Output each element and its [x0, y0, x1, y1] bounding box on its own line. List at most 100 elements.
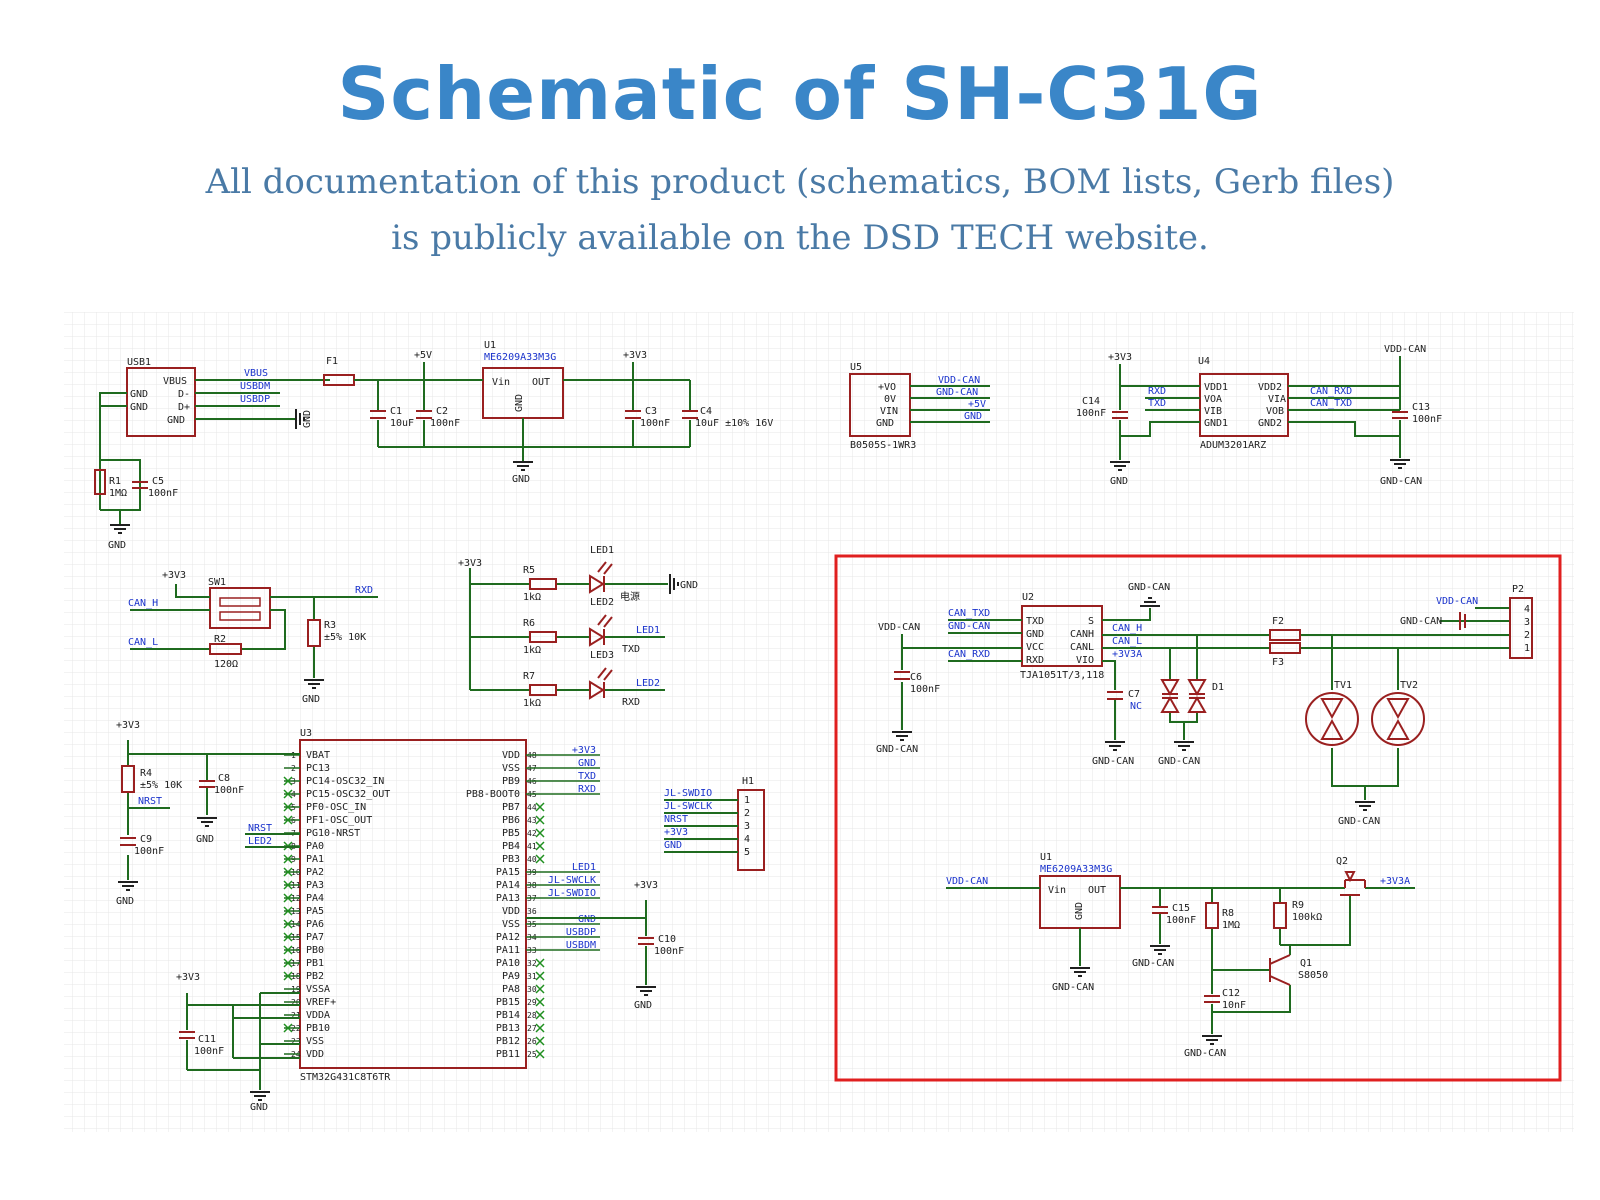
svg-text:GND: GND	[196, 834, 214, 845]
mcu-pin-right: PB8-BOOT0	[466, 789, 520, 800]
mcu-pin-number: 41	[527, 842, 537, 851]
svg-text:USBDM: USBDM	[240, 381, 270, 392]
no-connect-mark	[283, 880, 293, 890]
svg-text:RXD: RXD	[1148, 386, 1166, 397]
mcu-net-label: JL-SWDIO	[548, 888, 596, 899]
svg-text:VDD1: VDD1	[1204, 382, 1228, 393]
swd-header-h1: H1 JL-SWDIO JL-SWCLK NRST +3V3 GND 1 2 3…	[664, 776, 765, 871]
mcu-pin-left: PB10	[306, 1023, 330, 1034]
svg-text:U1: U1	[1040, 852, 1052, 863]
u5-block: U5 +VO 0V VIN GND VDD-CAN GND-CAN +5V GN…	[849, 362, 990, 451]
isolator-u4	[1199, 373, 1289, 437]
mcu-pin-number: 29	[527, 998, 537, 1007]
svg-text:VDD-CAN: VDD-CAN	[1384, 344, 1426, 355]
svg-text:OUT: OUT	[1088, 885, 1106, 896]
svg-text:VIN: VIN	[880, 406, 898, 417]
svg-text:100nF: 100nF	[430, 418, 460, 429]
svg-text:GND: GND	[634, 1000, 652, 1011]
svg-text:+3V3: +3V3	[1108, 352, 1132, 363]
svg-text:C3: C3	[645, 406, 657, 417]
svg-text:Vin: Vin	[492, 377, 510, 388]
svg-text:OUT: OUT	[532, 377, 550, 388]
svg-text:USBDP: USBDP	[240, 394, 270, 405]
svg-text:100kΩ: 100kΩ	[1292, 912, 1322, 923]
svg-text:C2: C2	[436, 406, 448, 417]
svg-text:100nF: 100nF	[910, 684, 940, 695]
svg-text:U1: U1	[484, 340, 496, 351]
svg-text:+3V3A: +3V3A	[1112, 649, 1142, 660]
mcu-pin-left: PA3	[306, 880, 324, 891]
mcu-net-label: TXD	[578, 771, 596, 782]
svg-text:100nF: 100nF	[654, 946, 684, 957]
mcu-pin-number: 26	[527, 1037, 537, 1046]
mcu-pin-left: VDDA	[306, 1010, 330, 1021]
svg-text:1kΩ: 1kΩ	[523, 698, 541, 709]
dcdc-u5	[849, 373, 911, 437]
svg-text:CAN_TXD: CAN_TXD	[1310, 398, 1352, 409]
svg-text:GND: GND	[664, 840, 682, 851]
mcu-pin-left: PC15-OSC32_OUT	[306, 789, 390, 800]
mcu-pin-left: PA4	[306, 893, 324, 904]
mcu-pin-number: 27	[527, 1024, 537, 1033]
no-connect-mark	[283, 932, 293, 942]
svg-text:GND-CAN: GND-CAN	[1380, 476, 1422, 487]
subtitle-line-2: is publicly available on the DSD TECH we…	[391, 218, 1209, 258]
svg-text:R4: R4	[140, 768, 152, 779]
subtitle-line-1: All documentation of this product (schem…	[205, 162, 1395, 202]
schematic-grid	[64, 312, 1574, 1132]
no-connect-mark	[535, 1036, 545, 1046]
svg-text:GND-CAN: GND-CAN	[948, 621, 990, 632]
svg-text:ME6209A33M3G: ME6209A33M3G	[1040, 864, 1112, 875]
resistor-r2	[209, 643, 242, 655]
mcu-pin-number: 31	[527, 972, 537, 981]
page-title: Schematic of SH-C31G	[337, 52, 1263, 136]
svg-text:JL-SWCLK: JL-SWCLK	[664, 801, 712, 812]
svg-text:U3: U3	[300, 728, 312, 739]
svg-text:GND-CAN: GND-CAN	[1338, 816, 1380, 827]
svg-text:R9: R9	[1292, 900, 1304, 911]
svg-text:+3V3: +3V3	[664, 827, 688, 838]
mcu-pin-number: 42	[527, 829, 537, 838]
mcu-net-label: RXD	[578, 784, 596, 795]
no-connect-mark	[283, 919, 293, 929]
mcu-pin-left: VSS	[306, 1036, 324, 1047]
svg-text:GND: GND	[1026, 629, 1044, 640]
svg-text:C12: C12	[1222, 988, 1240, 999]
svg-text:GND: GND	[250, 1102, 268, 1113]
svg-text:GND: GND	[130, 389, 148, 400]
can-transceiver-block: U2 TXD GND VCC RXD S CANH CANL VIO TJA10…	[876, 582, 1533, 827]
svg-text:C6: C6	[910, 672, 922, 683]
svg-text:1: 1	[1524, 643, 1530, 654]
svg-text:JL-SWDIO: JL-SWDIO	[664, 788, 712, 799]
svg-text:RXD: RXD	[622, 697, 640, 708]
svg-text:VDD-CAN: VDD-CAN	[1436, 596, 1478, 607]
svg-text:RXD: RXD	[355, 585, 373, 596]
no-connect-mark	[535, 802, 545, 812]
svg-text:GND-CAN: GND-CAN	[1184, 1048, 1226, 1059]
isolated-ldo-block: U1 ME6209A33M3G Vin OUT GND VDD-CAN +3V3…	[946, 852, 1415, 1059]
svg-text:LED1: LED1	[590, 545, 614, 556]
svg-text:GND: GND	[512, 474, 530, 485]
no-connect-mark	[283, 789, 293, 799]
svg-text:VDD-CAN: VDD-CAN	[946, 876, 988, 887]
no-connect-mark	[535, 828, 545, 838]
svg-text:LED2: LED2	[636, 678, 660, 689]
mcu-pin-right: PA9	[502, 971, 520, 982]
mcu-net-label: NRST	[248, 823, 272, 834]
mcu-pin-left: PB2	[306, 971, 324, 982]
svg-text:CAN_TXD: CAN_TXD	[948, 608, 990, 619]
mcu-pin-number: 30	[527, 985, 537, 994]
mcu-pin-left: PA0	[306, 841, 324, 852]
svg-text:CAN_RXD: CAN_RXD	[1310, 386, 1352, 397]
svg-text:VIB: VIB	[1204, 406, 1222, 417]
svg-text:1: 1	[744, 795, 750, 806]
svg-text:4: 4	[1524, 604, 1530, 615]
svg-text:1MΩ: 1MΩ	[1222, 920, 1240, 931]
svg-text:Q1: Q1	[1300, 958, 1312, 969]
svg-text:C8: C8	[218, 773, 230, 784]
svg-text:U5: U5	[850, 362, 862, 373]
svg-text:VCC: VCC	[1026, 642, 1044, 653]
svg-text:+5V: +5V	[414, 350, 432, 361]
svg-text:GND-CAN: GND-CAN	[1128, 582, 1170, 593]
